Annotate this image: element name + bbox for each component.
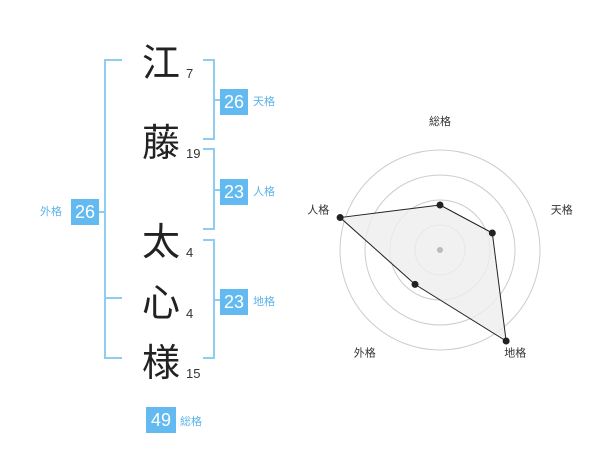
surname-char-2: 藤 <box>141 121 180 165</box>
given-char-1: 太 <box>141 220 180 264</box>
given-char-3-strokes: 15 <box>186 366 201 381</box>
soukaku-label: 総格 <box>180 415 202 428</box>
gaikaku-label: 外格 <box>40 205 62 218</box>
given-char-2: 心 <box>141 281 180 325</box>
tenkaku-bracket <box>203 59 215 140</box>
surname-char-1: 江 <box>141 41 180 85</box>
gaikaku-value: 26 <box>71 199 99 225</box>
given-char-3: 様 <box>141 341 180 385</box>
jinkaku-bracket-tick <box>215 189 220 191</box>
given-char-2-strokes: 4 <box>186 306 194 321</box>
radar-axis-label-2: 天格 <box>551 202 573 216</box>
radar-point-2 <box>488 229 496 237</box>
radar-axis-label-4: 外格 <box>354 346 376 360</box>
tenkaku-bracket-tick <box>215 99 220 101</box>
gaikaku-bracket-tick <box>104 297 122 299</box>
chikaku-label: 地格 <box>253 295 275 308</box>
radar-axis-label-1: 総格 <box>429 114 451 128</box>
surname-char-1-strokes: 7 <box>186 66 194 81</box>
radar-axis-label-3: 地格 <box>504 346 526 360</box>
tenkaku-label: 天格 <box>253 95 275 108</box>
jinkaku-value: 23 <box>220 179 248 205</box>
radar-axis-label-5: 人格 <box>307 202 329 216</box>
given-char-1-strokes: 4 <box>186 245 194 260</box>
surname-char-2-strokes: 19 <box>186 146 201 161</box>
chikaku-bracket-tick <box>215 299 220 301</box>
radar-center-point <box>437 247 443 253</box>
radar-point-4 <box>411 280 419 288</box>
radar-point-1 <box>436 201 444 209</box>
radar-point-3 <box>502 337 510 345</box>
jinkaku-label: 人格 <box>253 185 275 198</box>
chikaku-value: 23 <box>220 289 248 315</box>
radar-ring-3 <box>364 174 516 326</box>
jinkaku-bracket <box>203 148 215 230</box>
gaikaku-connector <box>99 211 104 213</box>
tenkaku-value: 26 <box>220 89 248 115</box>
chikaku-bracket <box>203 239 215 359</box>
gaikaku-bracket <box>104 59 122 359</box>
radar-ring-4 <box>339 149 541 351</box>
radar-value-polygon <box>338 204 507 342</box>
radar-point-5 <box>336 214 344 222</box>
soukaku-value: 49 <box>146 407 176 433</box>
